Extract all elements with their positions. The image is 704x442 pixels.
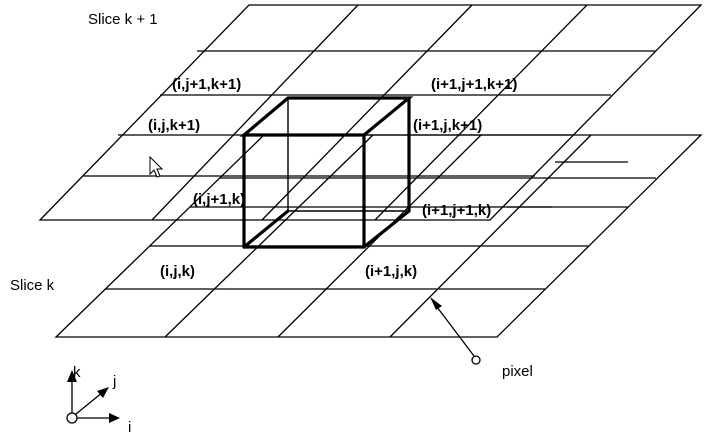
vertex-label-i-j-k: (i,j,k) [160, 263, 195, 280]
axis-j-label: j [112, 373, 116, 390]
mouse-pointer-icon [149, 155, 164, 178]
slice-k-plus-1-plane [38, 4, 703, 221]
vertex-label-i-j1-k: (i,j+1,k) [193, 191, 245, 208]
axis-i-label: i [128, 419, 131, 436]
vertex-label-i-j1-k1: (i,j+1,k+1) [172, 76, 241, 93]
vertex-label-i1-j-k: (i+1,j,k) [365, 263, 417, 280]
vertex-label-i1-j1-k: (i+1,j+1,k) [422, 202, 491, 219]
slice-bottom-label: Slice k [10, 277, 55, 294]
vertex-label-i-j-k1: (i,j,k+1) [148, 117, 200, 134]
pixel-label: pixel [502, 363, 533, 380]
slice-top-label: Slice k + 1 [88, 11, 158, 28]
pixel-pointer [430, 297, 481, 365]
voxel-cube [239, 96, 414, 249]
axes-indicator [66, 370, 120, 424]
slice-k-plane [54, 134, 703, 338]
axis-k-label: k [73, 364, 81, 381]
vertex-label-i1-j-k1: (i+1,j,k+1) [413, 117, 482, 134]
vertex-label-i1-j1-k1: (i+1,j+1,k+1) [431, 76, 517, 93]
